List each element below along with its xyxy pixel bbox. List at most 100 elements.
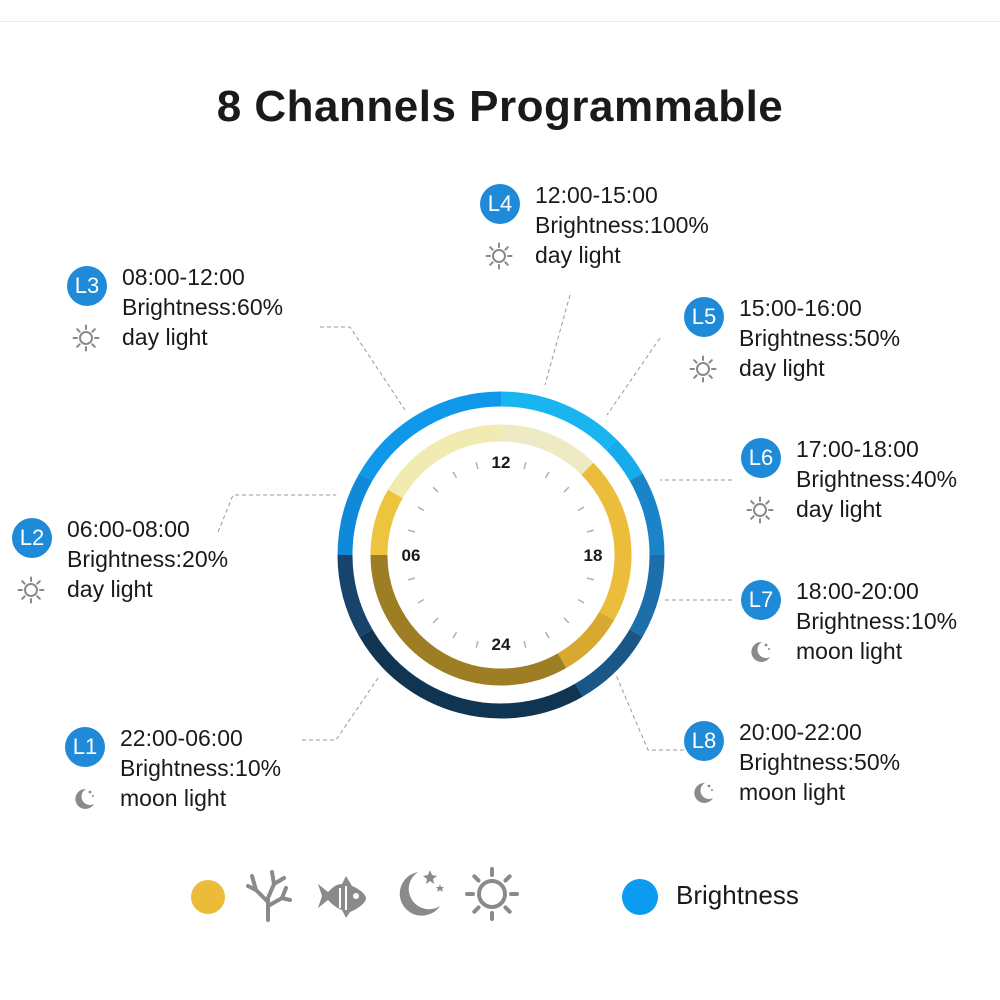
channel-badge: L7: [741, 580, 781, 620]
leader-line: [544, 294, 571, 386]
legend-yellow-dot: [191, 880, 225, 914]
page-title: 8 Channels Programmable: [216, 82, 784, 131]
channel-time: 15:00-16:00: [739, 295, 862, 321]
sun-icon-ray: [21, 595, 26, 600]
sun-icon-core: [492, 249, 506, 263]
channel-mode: moon light: [796, 638, 903, 664]
sun-icon: [746, 496, 774, 524]
clock-tick: [544, 471, 550, 479]
brightness-ring-segment: [359, 629, 583, 719]
sun-icon: [465, 867, 519, 921]
channel-brightness: Brightness:50%: [739, 749, 901, 775]
clock-label-18: 18: [584, 546, 603, 565]
sun-icon: [485, 242, 513, 270]
channel-ring-segment: [387, 424, 502, 499]
clock-tick: [577, 598, 585, 604]
leader-lines: [217, 294, 732, 751]
channel-mode: moon light: [120, 785, 227, 811]
channel-brightness: Brightness:100%: [535, 212, 709, 238]
brightness-ring-segment: [575, 629, 643, 697]
sun-icon-ray: [765, 515, 770, 520]
clock-tick: [452, 471, 458, 479]
clock-label-12: 12: [492, 453, 511, 472]
channel-brightness: Brightness:10%: [120, 755, 282, 781]
sun-icon-core: [79, 331, 93, 345]
clock-ticks: [408, 462, 594, 648]
leader-line: [302, 677, 379, 741]
moon-icon: [75, 788, 94, 809]
sun-icon-ray: [693, 359, 698, 364]
channel-brightness: Brightness:20%: [67, 546, 229, 572]
legend-brightness-dot: [622, 879, 658, 915]
leader-line: [320, 326, 406, 411]
clock-tick: [452, 631, 458, 639]
sun-icon-ray: [750, 515, 755, 520]
channel-time: 22:00-06:00: [120, 725, 243, 751]
clock-tick: [432, 617, 439, 624]
channel-time: 12:00-15:00: [535, 182, 658, 208]
channel-mode: day light: [122, 324, 208, 350]
channel-badge: L1: [65, 727, 105, 767]
channel-brightness: Brightness:60%: [122, 294, 284, 320]
sun-icon-ray: [750, 500, 755, 505]
clock-tick: [408, 529, 416, 533]
clock-tick: [475, 640, 479, 648]
sun-icon-ray: [91, 328, 96, 333]
sun-icon-core: [696, 362, 710, 376]
moon-stars-icon: [399, 870, 444, 916]
brightness-ring: [337, 391, 665, 719]
coral-icon: [246, 870, 292, 922]
channel-ring: [370, 424, 632, 686]
clock-tick: [523, 462, 527, 470]
sun-icon-ray: [76, 343, 81, 348]
sun-icon-ray: [472, 874, 481, 883]
fish-icon: [318, 876, 366, 918]
channel-time: 06:00-08:00: [67, 516, 190, 542]
sun-icon-ray: [489, 261, 494, 266]
channel-time: 17:00-18:00: [796, 436, 919, 462]
channel-mode: moon light: [739, 779, 846, 805]
sun-icon-ray: [503, 905, 512, 914]
channel-ring-segment: [581, 462, 632, 621]
sun-icon-ray: [765, 500, 770, 505]
channel-time: 18:00-20:00: [796, 578, 919, 604]
channel-time: 08:00-12:00: [122, 264, 245, 290]
clock-tick: [475, 462, 479, 470]
channel-brightness: Brightness:40%: [796, 466, 958, 492]
sun-icon-ray: [693, 374, 698, 379]
clock-tick: [417, 506, 425, 512]
clock-tick: [563, 617, 570, 624]
sun-icon-core: [24, 583, 38, 597]
sun-icon-ray: [504, 261, 509, 266]
sun-icon-ray: [36, 595, 41, 600]
channel-badge: L5: [684, 297, 724, 337]
moon-icon: [751, 641, 770, 662]
sun-icon: [17, 576, 45, 604]
channel-ring-segment: [370, 489, 403, 556]
brightness-ring-segment: [605, 439, 643, 481]
clock-tick: [563, 486, 570, 493]
channel-badge: L8: [684, 721, 724, 761]
clock-tick: [523, 640, 527, 648]
channel-brightness: Brightness:50%: [739, 325, 901, 351]
clock-tick: [432, 486, 439, 493]
sun-icon-ray: [36, 580, 41, 585]
clock-label-06: 06: [402, 546, 421, 565]
top-divider: [0, 21, 1000, 22]
brightness-ring-segment: [337, 554, 373, 637]
channel-ring-segment: [557, 611, 615, 669]
channel-ring-segment: [370, 554, 567, 686]
clock-tick: [417, 598, 425, 604]
sun-icon-ray: [504, 246, 509, 251]
channel-time: 20:00-22:00: [739, 719, 862, 745]
clock-tick: [544, 631, 550, 639]
sun-icon-ray: [76, 328, 81, 333]
channel-mode: day light: [796, 496, 882, 522]
clock-tick: [586, 529, 594, 533]
channel-brightness: Brightness:10%: [796, 608, 958, 634]
sun-icon-ray: [489, 246, 494, 251]
sun-icon-core: [753, 503, 767, 517]
sun-icon: [72, 324, 100, 352]
channel-mode: day light: [739, 355, 825, 381]
